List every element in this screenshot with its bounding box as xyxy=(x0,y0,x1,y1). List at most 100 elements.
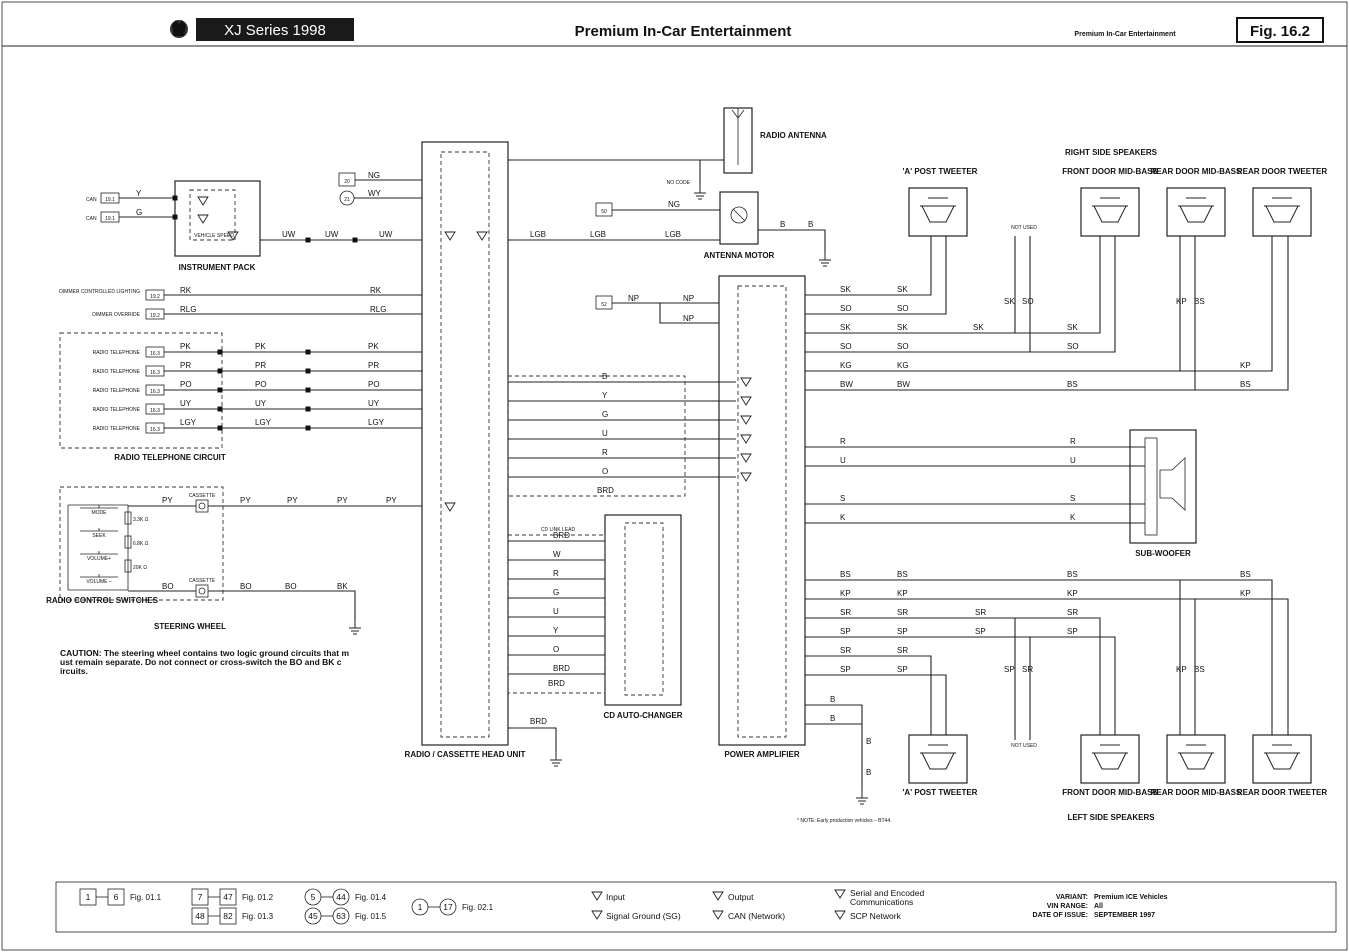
svg-text:UW: UW xyxy=(282,230,296,239)
radio-telephone-ref-text: 16.3 xyxy=(150,427,160,433)
subwoofer-label: SUB-WOOFER xyxy=(1135,549,1191,558)
svg-text:SP: SP xyxy=(1004,665,1015,674)
legend-signal-ground: Signal Ground (SG) xyxy=(606,911,681,921)
svg-text:SP: SP xyxy=(897,627,908,636)
switch-label: MODE xyxy=(92,510,108,516)
wire-label: UY xyxy=(255,399,267,408)
svg-text:BS: BS xyxy=(1240,570,1251,579)
wire-label: PK xyxy=(368,342,379,351)
wire-label: U xyxy=(553,607,559,616)
svg-text:7: 7 xyxy=(198,892,203,902)
radio-telephone-ref-text: 16.3 xyxy=(150,389,160,395)
vehicle-speed-label: VEHICLE SPEED xyxy=(194,233,234,239)
svg-text:SO: SO xyxy=(1022,297,1034,306)
input-icon xyxy=(740,415,752,425)
series-banner xyxy=(196,18,354,41)
wire-label: PR xyxy=(180,361,191,370)
svg-text:U: U xyxy=(840,456,846,465)
radio-telephone-circuit-label: RADIO TELEPHONE CIRCUIT xyxy=(114,453,226,462)
svg-text:PY: PY xyxy=(386,496,397,505)
legend-output: Output xyxy=(728,892,754,902)
date-label: DATE OF ISSUE: xyxy=(1033,912,1088,919)
header: XJ Series 1998 Premium In-Car Entertainm… xyxy=(2,17,1347,47)
svg-text:B: B xyxy=(830,695,835,704)
wire-label: PR xyxy=(255,361,266,370)
svg-text:KP: KP xyxy=(897,589,908,598)
svg-text:UW: UW xyxy=(325,230,339,239)
svg-text:BS: BS xyxy=(1067,380,1078,389)
wire-label: UY xyxy=(368,399,380,408)
wire-label: PO xyxy=(255,380,267,389)
radio-telephone-ref-text: 16.3 xyxy=(150,408,160,414)
wire-label: B xyxy=(602,372,607,381)
page-title: Premium In-Car Entertainment xyxy=(575,23,792,40)
vin-value: All xyxy=(1094,903,1103,910)
switch-contact xyxy=(80,574,118,578)
svg-text:G: G xyxy=(136,208,142,217)
legend-fig: Fig. 01.3 xyxy=(242,912,274,921)
variant-value: Premium ICE Vehicles xyxy=(1094,894,1168,901)
wire-label: Y xyxy=(602,391,608,400)
connector xyxy=(217,406,223,412)
antenna-motor-label: ANTENNA MOTOR xyxy=(704,251,775,260)
wire-label: O xyxy=(553,645,559,654)
steering-wheel-label: STEERING WHEEL xyxy=(154,622,226,631)
rear-door-tweeter-right-label: REAR DOOR TWEETER xyxy=(1237,167,1327,176)
dimmer-override-label: DIMMER OVERRIDE xyxy=(92,312,140,318)
rear-door-midbass-right-label: REAR DOOR MID-BASS xyxy=(1151,167,1242,176)
svg-text:1: 1 xyxy=(418,902,423,912)
radio-telephone-label: RADIO TELEPHONE xyxy=(93,388,141,394)
wire-label: G xyxy=(602,410,608,419)
legend-fig: Fig. 01.2 xyxy=(242,893,274,902)
wire-label: BRD xyxy=(548,679,565,688)
wire-label: U xyxy=(602,429,608,438)
svg-text:S: S xyxy=(1070,494,1075,503)
svg-text:UW: UW xyxy=(379,230,393,239)
svg-text:R: R xyxy=(1070,437,1076,446)
svg-text:17: 17 xyxy=(443,902,453,912)
svg-text:SO: SO xyxy=(897,342,909,351)
svg-text:Y: Y xyxy=(136,189,142,198)
switch-label: VOLUME+ xyxy=(87,556,111,562)
svg-text:KP: KP xyxy=(1067,589,1078,598)
svg-text:NG: NG xyxy=(368,171,380,180)
dimmer-ref-2: 19.2 xyxy=(150,313,160,319)
svg-text:SK: SK xyxy=(973,323,984,332)
svg-text:NG: NG xyxy=(668,200,680,209)
connector xyxy=(217,349,223,355)
radio-telephone-label: RADIO TELEPHONE xyxy=(93,426,141,432)
svg-text:B: B xyxy=(808,220,813,229)
wire-label: W xyxy=(553,550,561,559)
svg-text:K: K xyxy=(1070,513,1076,522)
cd-link-lead-label: CD LINK LEAD xyxy=(541,527,576,533)
speakers: RIGHT SIDE SPEAKERS 'A' POST TWEETER FRO… xyxy=(903,148,1328,822)
svg-text:KP: KP xyxy=(1176,297,1187,306)
instrument-pack: VEHICLE SPEED INSTRUMENT PACK CAN 19.1 C… xyxy=(86,180,261,272)
fig-box xyxy=(1236,17,1324,43)
not-used-bottom: NOT USED xyxy=(1011,743,1037,749)
variant-label: VARIANT: xyxy=(1056,894,1088,901)
legend-ref-pair: 1 17 Fig. 02.1 xyxy=(411,898,494,916)
resistor xyxy=(124,535,132,549)
left-side-speakers-label: LEFT SIDE SPEAKERS xyxy=(1067,813,1155,822)
svg-text:LGB: LGB xyxy=(590,230,606,239)
svg-text:SK: SK xyxy=(897,323,908,332)
svg-text:KG: KG xyxy=(897,361,909,370)
legend-fig: Fig. 02.1 xyxy=(462,903,494,912)
svg-text:NP: NP xyxy=(628,294,639,303)
svg-text:B: B xyxy=(780,220,785,229)
svg-text:SR: SR xyxy=(897,608,908,617)
legend-can-network: CAN (Network) xyxy=(728,911,785,921)
front-door-midbass-right-label: FRONT DOOR MID-BASS xyxy=(1062,167,1158,176)
rear-door-tweeter-left-label: REAR DOOR TWEETER xyxy=(1237,788,1327,797)
wire-label: UY xyxy=(180,399,192,408)
svg-text:RK: RK xyxy=(180,286,192,295)
